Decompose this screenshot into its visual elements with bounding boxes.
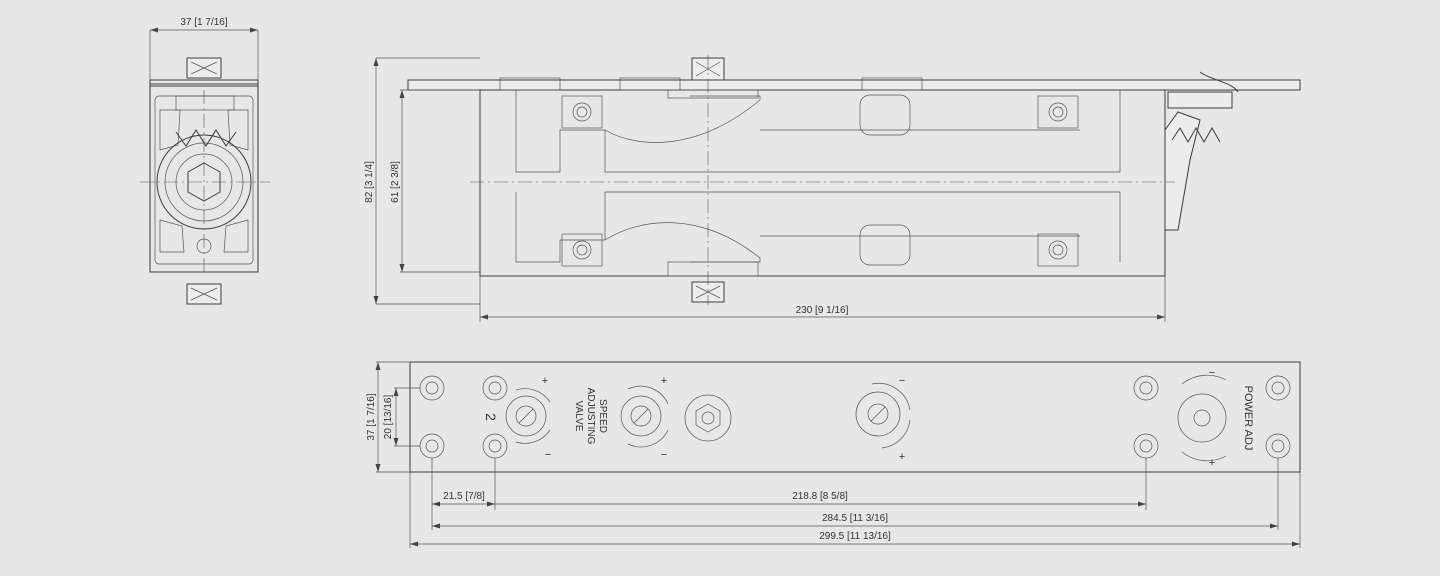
dim-side-width: 37 [1 7/16]: [180, 17, 227, 28]
mounting-hole: [419, 433, 445, 459]
dim-hole-spacing: 20 [13/16]: [383, 395, 394, 440]
plate-view: + − 2 SPEED ADJUSTING VALVE + −: [366, 361, 1301, 548]
mounting-hole: [1133, 433, 1159, 459]
speed-label-line1: SPEED: [597, 399, 608, 433]
speed-label-line3: VALVE: [573, 401, 584, 432]
power-adj-label: POWER ADJ: [1242, 386, 1254, 451]
dim-hole-span-inner: 218.8 [8 5/8]: [792, 491, 848, 502]
valve-3: − +: [855, 375, 911, 463]
side-view: 82 [3 1/4] 61 [2 3/8] 230 [9 1/16]: [364, 55, 1301, 322]
mounting-hole: [419, 375, 445, 401]
end-view: 37 [1 7/16]: [140, 17, 270, 305]
plus-sign: +: [1209, 457, 1215, 469]
mounting-hole: [1265, 433, 1291, 459]
dim-hole-offset: 21.5 [7/8]: [443, 491, 485, 502]
dim-hole-span-outer: 284.5 [11 3/16]: [822, 513, 888, 524]
valve-number: 2: [483, 413, 499, 421]
valve-1: + −: [620, 375, 732, 461]
speed-label-line2: ADJUSTING: [585, 388, 596, 445]
mounting-hole: [1133, 375, 1159, 401]
plus-sign: +: [661, 375, 667, 387]
plus-sign: +: [899, 451, 905, 463]
minus-sign: −: [545, 449, 551, 461]
minus-sign: −: [1209, 367, 1215, 379]
dim-plate-width: 37 [1 7/16]: [366, 393, 377, 440]
dim-height-total: 82 [3 1/4]: [364, 161, 375, 203]
mounting-hole: [482, 375, 508, 401]
mounting-hole: [1265, 375, 1291, 401]
plus-sign: +: [542, 375, 548, 387]
valve-2: + − 2: [483, 375, 551, 461]
dim-height-body: 61 [2 3/8]: [390, 161, 401, 203]
minus-sign: −: [661, 449, 667, 461]
minus-sign: −: [899, 375, 905, 387]
dim-body-length: 230 [9 1/16]: [796, 305, 849, 316]
dim-plate-length: 299.5 [11 13/16]: [819, 531, 891, 542]
mounting-hole: [482, 433, 508, 459]
power-adjuster: − + POWER ADJ: [1177, 367, 1254, 469]
